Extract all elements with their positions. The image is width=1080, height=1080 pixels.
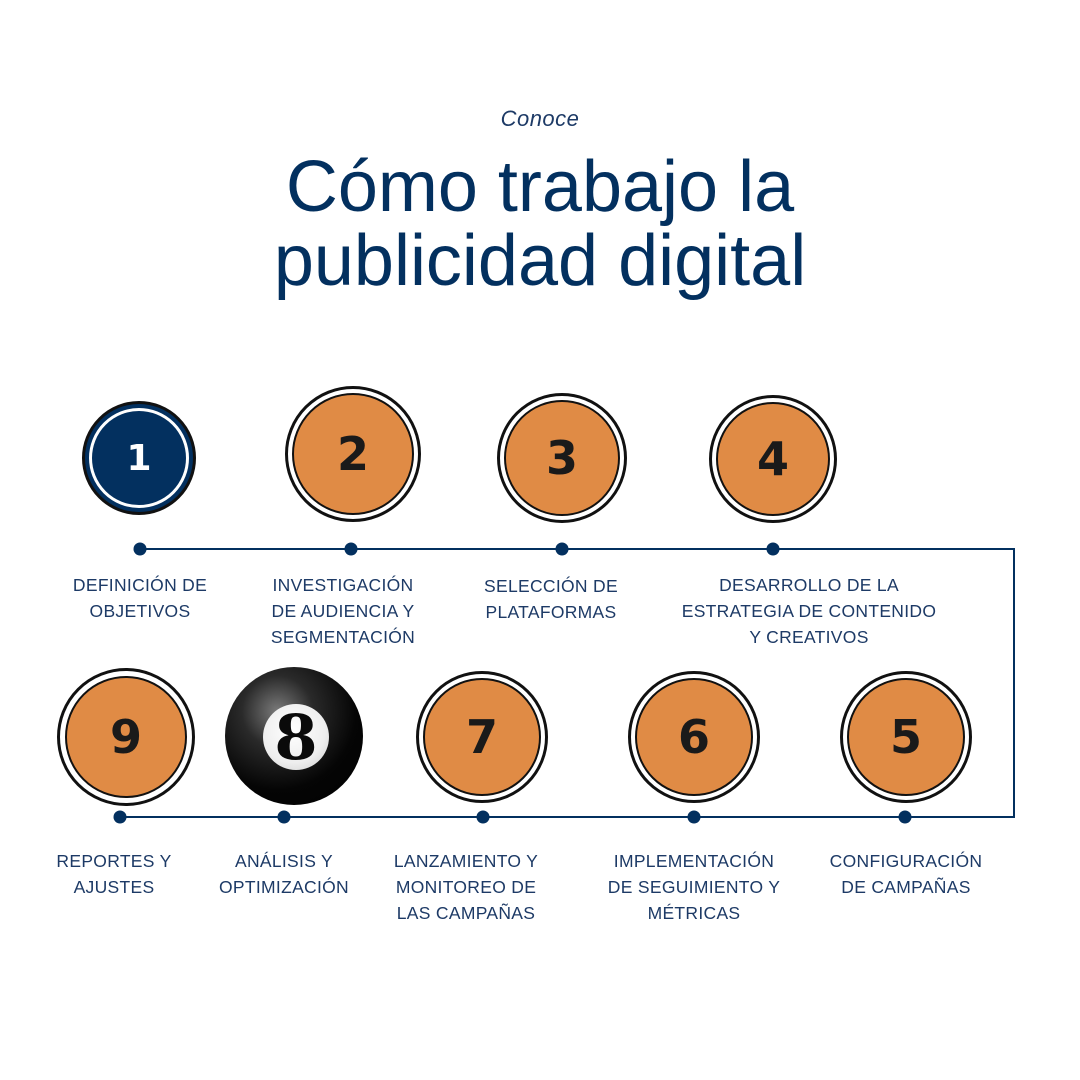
timeline-dot-7 [476,810,490,824]
step-6-number: 6 [677,710,710,764]
timeline-dot-6 [687,810,701,824]
page-title: Cómo trabajo la publicidad digital [0,150,1080,298]
step-3-number: 3 [545,431,578,485]
step-9-number: 9 [109,710,142,764]
timeline-path [120,548,1015,818]
timeline-dot-9 [113,810,127,824]
step-7-number: 7 [465,710,498,764]
step-7-label: LANZAMIENTO Y MONITOREO DE LAS CAMPAÑAS [393,851,539,923]
step-4-label: DESARROLLO DE LA ESTRATEGIA DE CONTENIDO… [681,575,937,647]
step-8-eight-ball: 8 [225,667,363,805]
step-7-circle: 7 [416,671,548,803]
step-3-circle: 3 [497,393,627,523]
step-8-number: 8 [274,700,318,774]
step-8-label: ANÁLISIS Y OPTIMIZACIÓN [219,851,349,897]
step-4-circle: 4 [709,395,837,523]
timeline-dot-1 [133,542,147,556]
step-1-number: 1 [126,437,152,479]
step-5-circle: 5 [840,671,972,803]
step-1-circle: 1 [82,401,196,515]
timeline-dot-8 [277,810,291,824]
step-6-circle: 6 [628,671,760,803]
step-2-number: 2 [336,427,369,481]
step-9-circle: 9 [57,668,195,806]
step-2-circle: 2 [285,386,421,522]
timeline-dot-4 [766,542,780,556]
timeline-dot-2 [344,542,358,556]
timeline-dot-5 [898,810,912,824]
step-4-number: 4 [756,432,789,486]
step-9-label: REPORTES Y AJUSTES [56,851,172,897]
timeline-dot-3 [555,542,569,556]
title-line-2: publicidad digital [273,221,807,301]
step-5-label: CONFIGURACIÓN DE CAMPAÑAS [829,851,983,897]
eyebrow-text: Conoce [500,106,580,131]
step-2-label: INVESTIGACIÓN DE AUDIENCIA Y SEGMENTACIÓ… [270,575,416,647]
step-1-label: DEFINICIÓN DE OBJETIVOS [72,575,208,621]
step-5-number: 5 [889,710,922,764]
step-6-label: IMPLEMENTACIÓN DE SEGUIMIENTO Y MÉTRICAS [607,851,781,923]
step-3-label: SELECCIÓN DE PLATAFORMAS [484,576,618,622]
title-line-1: Cómo trabajo la [285,147,795,227]
